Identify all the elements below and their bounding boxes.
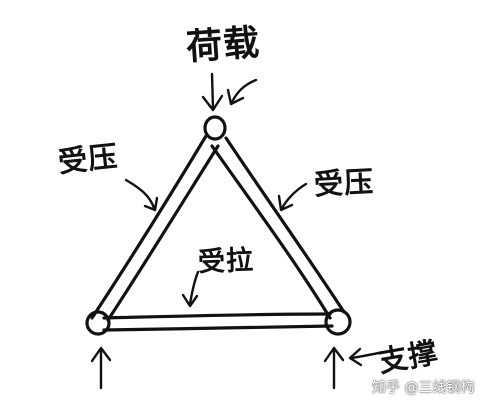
load-pointer-arrow-icon: [226, 78, 258, 106]
load-arrow-icon: [201, 72, 224, 112]
left-joint: [85, 310, 111, 336]
right-support-arrow-icon: [323, 346, 345, 390]
right-pointer-arrow-icon: [277, 182, 308, 212]
bottom-member-label: 受拉: [197, 245, 255, 278]
left-member-label: 受压: [56, 138, 120, 180]
right-member: [210, 136, 346, 320]
support-pointer-arrow-icon: [348, 347, 386, 367]
top-joint: [203, 115, 227, 141]
left-support-arrow-icon: [90, 346, 112, 390]
right-joint: [324, 308, 352, 336]
right-member-label: 受压: [313, 164, 375, 202]
bottom-member: [102, 312, 334, 332]
load-label: 荷载: [184, 21, 262, 69]
left-pointer-arrow-icon: [124, 178, 159, 212]
watermark: 知乎 @三线钢构: [372, 380, 475, 396]
left-member: [90, 134, 220, 322]
bottom-pointer-arrow-icon: [181, 270, 200, 308]
